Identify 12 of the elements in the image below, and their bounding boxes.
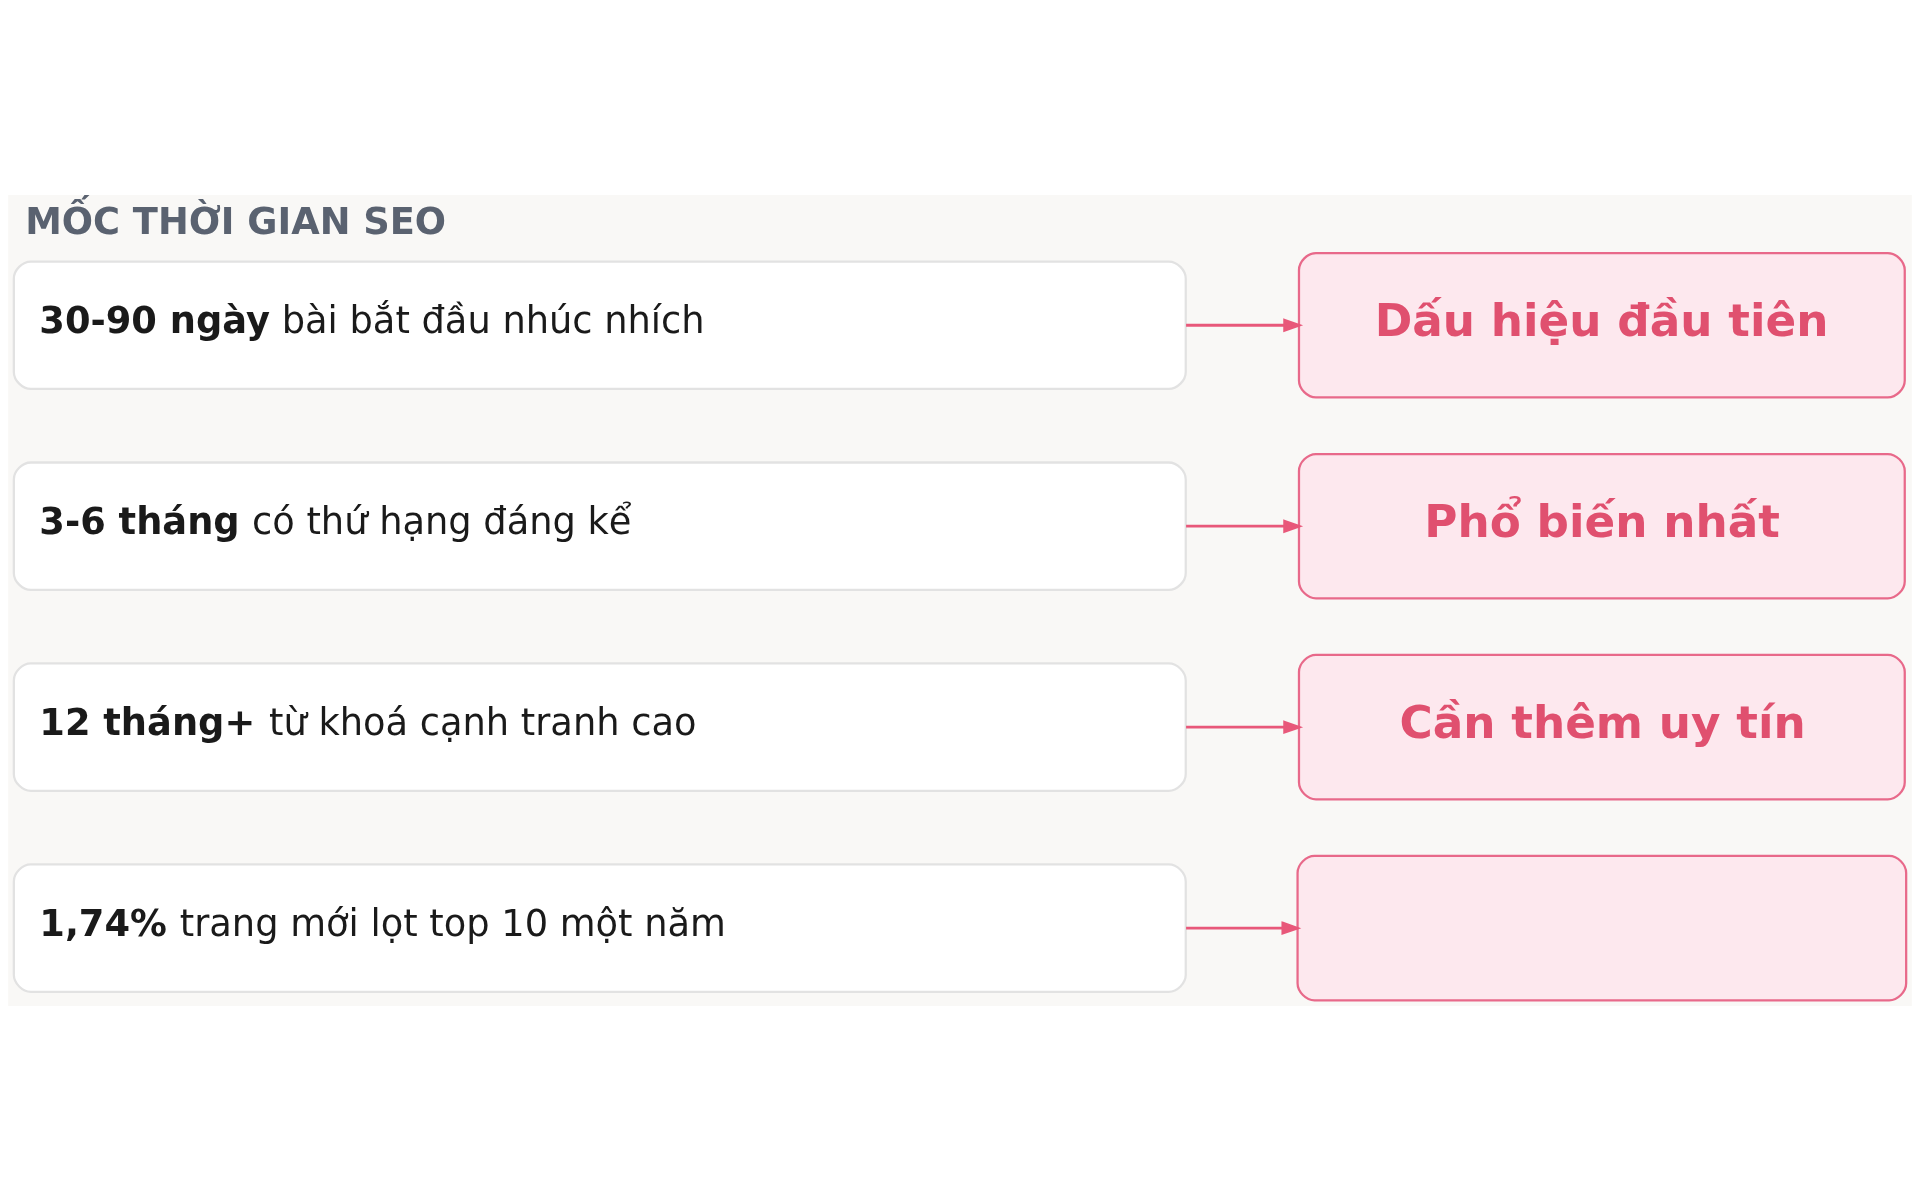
arrow <box>1186 317 1304 332</box>
node-box: 30-90 ngày bài bắt đầu nhúc nhích <box>12 259 1187 390</box>
arrow <box>1186 920 1302 935</box>
arrow <box>1186 719 1304 734</box>
node-box: Dấu hiệu đầu tiên <box>1297 251 1906 399</box>
node-box: 12 tháng+ từ khoá cạnh tranh cao <box>12 661 1187 792</box>
node-box: 3-6 tháng có thứ hạng đáng kể <box>12 460 1187 591</box>
node-box: Cần thêm uy tín <box>1297 653 1906 800</box>
node-box <box>1296 854 1908 1001</box>
arrow <box>1186 518 1304 533</box>
node-box: Phổ biến nhất <box>1297 452 1906 599</box>
node-box: 1,74% trang mới lọt top 10 một năm <box>12 862 1187 993</box>
